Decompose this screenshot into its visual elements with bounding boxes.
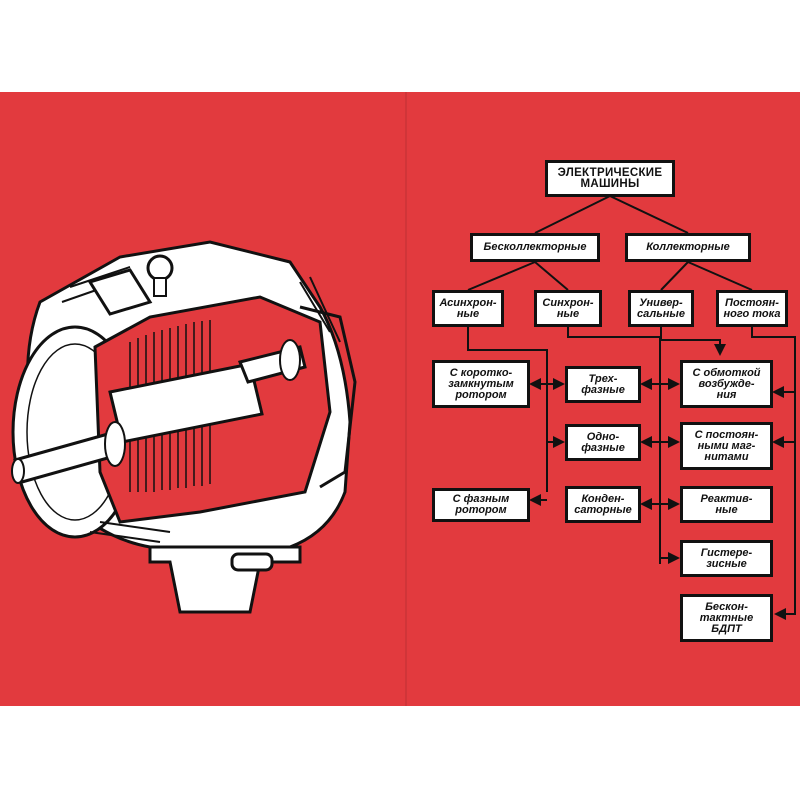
node-wound-rotor: С фазным ротором — [432, 488, 530, 522]
node-universal: Универ- сальные — [628, 290, 694, 327]
red-book-spread: ЭЛЕКТРИЧЕСКИЕ МАШИНЫ Бесколлекторные Кол… — [0, 92, 800, 706]
node-bldc: Бескон- тактные БДПТ — [680, 594, 773, 642]
diagram-connectors — [467, 195, 796, 620]
node-single-phase: Одно- фазные — [565, 424, 641, 461]
node-commutator: Коллекторные — [625, 233, 751, 262]
node-field-winding: С обмоткой возбужде- ния — [680, 360, 773, 408]
node-permanent-magnet: С постоян- ными маг- нитами — [680, 422, 773, 470]
root-node-electric-machines: ЭЛЕКТРИЧЕСКИЕ МАШИНЫ — [545, 160, 675, 197]
node-reactive: Реактив- ные — [680, 486, 773, 523]
node-capacitor: Конден- саторные — [565, 486, 641, 523]
node-async: Асинхрон- ные — [432, 290, 504, 327]
node-sync: Синхрон- ные — [534, 290, 602, 327]
node-dc: Постоян- ного тока — [716, 290, 788, 327]
node-brushless: Бесколлекторные — [470, 233, 600, 262]
node-three-phase: Трех- фазные — [565, 366, 641, 403]
electric-motor-cutaway-icon — [11, 240, 357, 614]
node-squirrel-cage-rotor: С коротко- замкнутым ротором — [432, 360, 530, 408]
node-hysteresis: Гистере- зисные — [680, 540, 773, 577]
page-fold — [405, 92, 407, 706]
